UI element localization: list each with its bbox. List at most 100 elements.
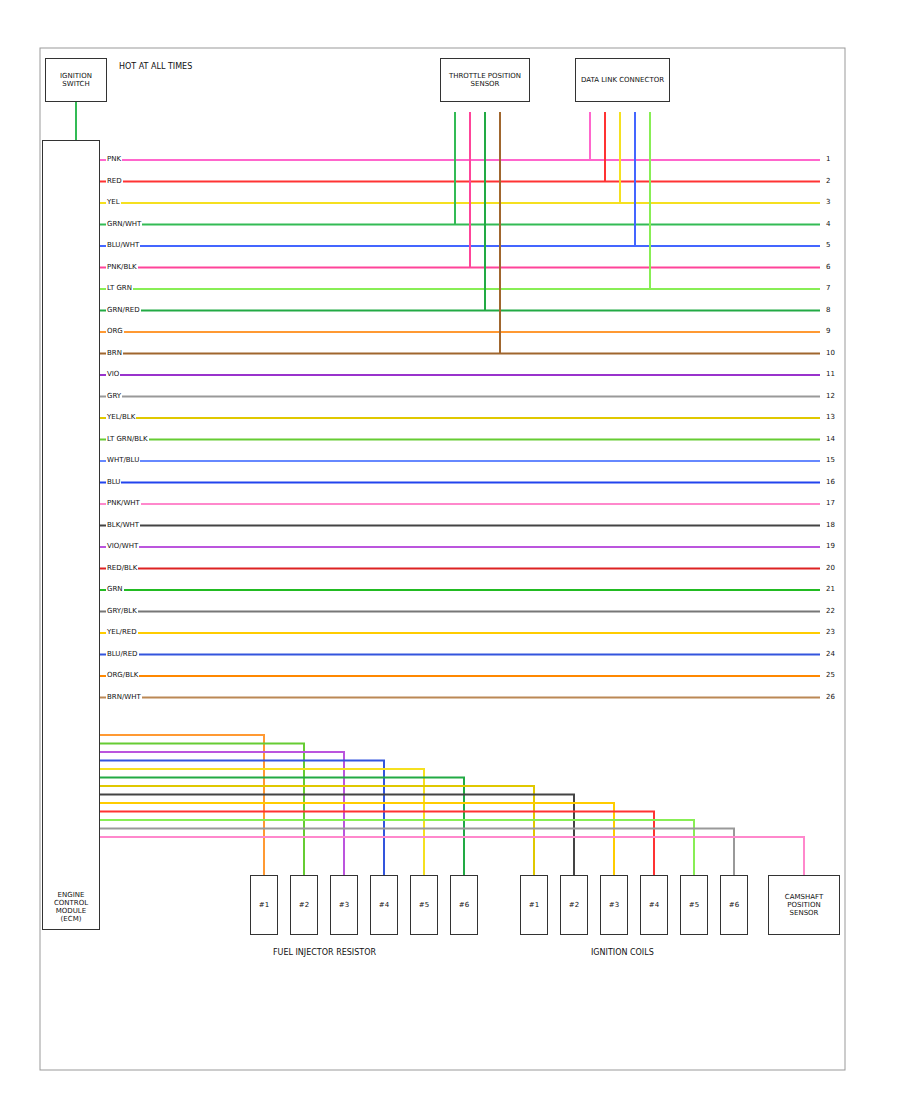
- pin-number: 11: [825, 370, 836, 379]
- wire: [100, 353, 820, 355]
- wire-color: BLU: [106, 478, 121, 487]
- pin-number: 19: [825, 542, 836, 551]
- component-label: #2: [299, 901, 309, 909]
- component-label: ENGINE CONTROL MODULE (ECM): [46, 891, 96, 923]
- wire-color: GRY: [106, 392, 122, 401]
- wire-color: LT GRN: [106, 284, 133, 293]
- component-box: #1: [250, 875, 278, 935]
- wire-color: ORG/BLK: [106, 671, 139, 680]
- component-label: #2: [569, 901, 579, 909]
- wire: [100, 525, 820, 527]
- wire-color: YEL/BLK: [106, 413, 136, 422]
- pin-number: 20: [825, 564, 836, 573]
- wire: [469, 112, 471, 268]
- wire-color: RED/BLK: [106, 564, 138, 573]
- wire-color: RED: [106, 177, 123, 186]
- pin-number: 14: [825, 435, 836, 444]
- wire: [100, 417, 820, 419]
- wire: [619, 112, 621, 203]
- wire: [649, 112, 651, 289]
- wire: [100, 202, 820, 204]
- caption-label: IGNITION COILS: [590, 948, 655, 958]
- wire-connector: [100, 769, 424, 875]
- component-label: DATA LINK CONNECTOR: [581, 76, 664, 84]
- wire-color: LT GRN/BLK: [106, 435, 149, 444]
- pin-number: 2: [825, 177, 831, 186]
- wire: [100, 374, 820, 376]
- wire-color: VIO: [106, 370, 120, 379]
- wire: [100, 460, 820, 462]
- wire: [100, 310, 820, 312]
- component-label: #3: [609, 901, 619, 909]
- component-label: #5: [689, 901, 699, 909]
- pin-number: 5: [825, 241, 831, 250]
- component-box: #3: [600, 875, 628, 935]
- component-label: #4: [379, 901, 389, 909]
- wire-color: GRN/WHT: [106, 220, 142, 229]
- wire-color: ORG: [106, 327, 124, 336]
- wire: [499, 112, 501, 354]
- wire-color: YEL/RED: [106, 628, 138, 637]
- wire-color: BLU/WHT: [106, 241, 140, 250]
- wire-color: YEL: [106, 198, 121, 207]
- wire-color: PNK: [106, 155, 122, 164]
- pin-number: 1: [825, 155, 831, 164]
- wire: [100, 697, 820, 699]
- wire: [589, 112, 591, 160]
- wire: [100, 181, 820, 183]
- wire: [100, 331, 820, 333]
- pin-number: 17: [825, 499, 836, 508]
- wire-color: BRN/WHT: [106, 693, 142, 702]
- wire: [604, 112, 606, 182]
- component-box: #4: [640, 875, 668, 935]
- wire-color: BRN: [106, 349, 123, 358]
- wire-connector: [100, 795, 574, 876]
- wire-color: VIO/WHT: [106, 542, 139, 551]
- pin-number: 3: [825, 198, 831, 207]
- wire: [100, 482, 820, 484]
- component-box: #1: [520, 875, 548, 935]
- wire-color: PNK/BLK: [106, 263, 138, 272]
- pin-number: 23: [825, 628, 836, 637]
- wire-color: GRY/BLK: [106, 607, 138, 616]
- pin-number: 25: [825, 671, 836, 680]
- caption-label: FUEL INJECTOR RESISTOR: [272, 948, 377, 958]
- component-box: #4: [370, 875, 398, 935]
- wire: [634, 112, 636, 246]
- pin-number: 12: [825, 392, 836, 401]
- wire: [100, 288, 820, 290]
- wire: [484, 112, 486, 311]
- wire-connector: [100, 837, 804, 875]
- wire: [100, 503, 820, 505]
- frame: [40, 48, 845, 1070]
- wire-connector: [100, 735, 264, 875]
- wire: [100, 396, 820, 398]
- wire: [454, 112, 456, 225]
- wire: [100, 159, 820, 161]
- pin-number: 15: [825, 456, 836, 465]
- component-box: #5: [680, 875, 708, 935]
- wire-connector: [100, 778, 464, 876]
- wire-connector: [100, 752, 344, 875]
- wire-color: BLU/RED: [106, 650, 139, 659]
- pin-number: 21: [825, 585, 836, 594]
- wire-color: GRN/RED: [106, 306, 141, 315]
- component-label: CAMSHAFT POSITION SENSOR: [772, 893, 836, 917]
- pin-number: 16: [825, 478, 836, 487]
- component-label: #6: [729, 901, 739, 909]
- component-label: #3: [339, 901, 349, 909]
- wire-connector: [100, 812, 654, 876]
- pin-number: 24: [825, 650, 836, 659]
- component-box: #5: [410, 875, 438, 935]
- pin-number: 6: [825, 263, 831, 272]
- pin-number: 8: [825, 306, 831, 315]
- wire-connector: [100, 744, 304, 876]
- wire-connector: [100, 803, 614, 875]
- wire-color: BLK/WHT: [106, 521, 140, 530]
- wire: [100, 675, 820, 677]
- component-box: #2: [560, 875, 588, 935]
- wire-color: GRN: [106, 585, 124, 594]
- component-label: #6: [459, 901, 469, 909]
- component-label: #5: [419, 901, 429, 909]
- wire: [100, 267, 820, 269]
